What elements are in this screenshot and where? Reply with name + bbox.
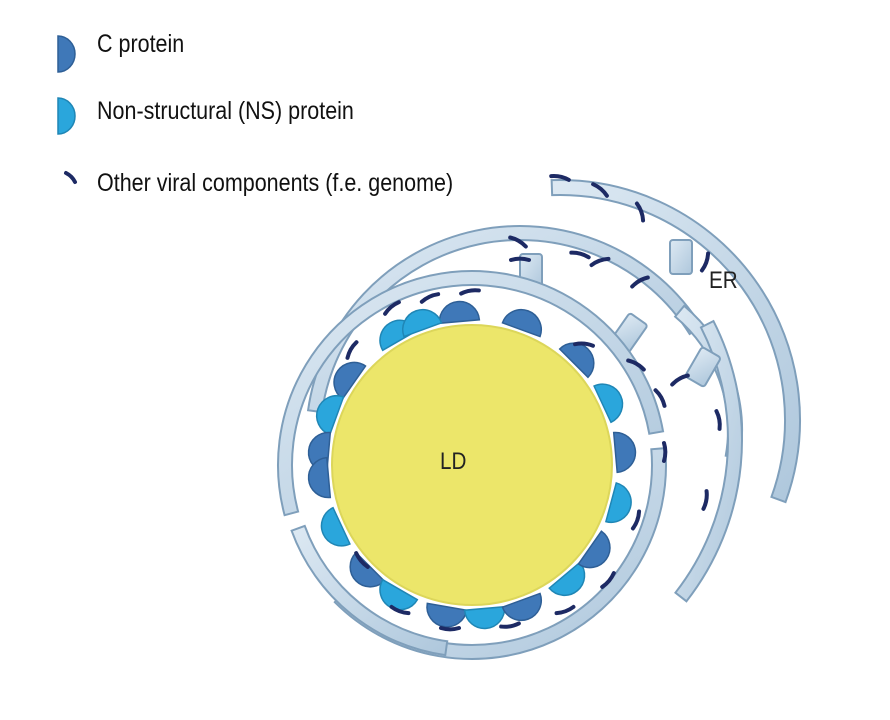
c-protein-shape	[426, 602, 468, 628]
viral-strand	[389, 604, 411, 616]
viral-strand	[670, 373, 690, 387]
legend-genome-strand-icon	[64, 171, 77, 184]
ns-protein-shape	[315, 395, 345, 436]
viral-strand	[634, 201, 646, 223]
c-protein	[577, 530, 611, 569]
viral-components	[345, 174, 722, 632]
ns-protein-shape	[402, 308, 443, 338]
c-protein	[501, 308, 542, 338]
ns-protein-shape	[548, 561, 586, 597]
legend-ns-protein-icon	[57, 97, 76, 135]
viral-strand	[662, 441, 668, 463]
viral-strand	[653, 388, 667, 408]
legend-c-protein-label: C protein	[97, 30, 185, 58]
viral-strand	[499, 621, 521, 629]
legend-ns-protein-label: Non-structural (NS) protein	[97, 97, 354, 125]
viral-strand	[345, 340, 359, 360]
viral-strand	[600, 571, 616, 589]
viral-strand	[554, 604, 576, 616]
c-protein-shape	[307, 456, 332, 499]
ns-protein	[402, 308, 443, 338]
viral-strand	[459, 288, 481, 296]
c-protein	[333, 361, 367, 400]
c-protein-shape	[558, 342, 595, 379]
viral-strand	[508, 235, 528, 249]
c-protein	[426, 602, 468, 628]
ns-protein	[320, 506, 351, 547]
ns-protein-shape	[320, 506, 351, 547]
viral-strand	[549, 174, 571, 182]
viral-strand	[589, 256, 611, 268]
viral-strand	[630, 275, 650, 289]
viral-strand	[573, 341, 595, 348]
viral-strand	[626, 358, 646, 372]
connector-right-top	[669, 239, 693, 275]
c-protein-shape	[501, 592, 542, 622]
legend-viral-components-label: Other viral components (f.e. genome)	[97, 169, 454, 197]
viral-strand	[509, 256, 531, 262]
c-protein-shape	[612, 431, 637, 474]
legend-c-protein-icon	[57, 35, 76, 73]
er-label: ER	[709, 267, 738, 294]
viral-strand	[569, 250, 591, 260]
ns-protein-shape	[593, 383, 624, 424]
lipid-droplet	[331, 324, 613, 606]
viral-strand	[701, 489, 709, 511]
viral-strand	[699, 251, 711, 273]
viral-strand	[591, 182, 609, 198]
c-protein	[558, 342, 595, 379]
c-protein-shape	[501, 308, 542, 338]
c-protein-shape	[577, 530, 611, 569]
c-protein	[501, 592, 542, 622]
ns-protein	[548, 561, 586, 597]
connector-right-low	[685, 346, 721, 388]
ld-label: LD	[440, 448, 467, 475]
c-protein	[438, 300, 481, 325]
er-ring-lower	[290, 524, 449, 657]
c-protein-shape	[438, 300, 481, 325]
ns-protein	[315, 395, 345, 436]
er-connectors	[519, 239, 721, 388]
er-sheet-right	[674, 319, 743, 603]
c-protein	[307, 456, 332, 499]
viral-strand	[419, 292, 441, 304]
viral-strand	[630, 509, 642, 531]
viral-strand	[714, 409, 722, 431]
c-protein	[612, 431, 637, 474]
viral-strand	[439, 626, 461, 632]
ns-protein-shape	[379, 578, 419, 611]
ns-protein	[604, 482, 632, 523]
ns-protein	[593, 383, 624, 424]
ns-protein	[379, 578, 419, 611]
viral-strand	[354, 551, 370, 569]
ns-protein-shape	[604, 482, 632, 523]
viral-strand	[383, 300, 401, 316]
ns-protein-shape	[463, 605, 506, 630]
er-ring-upper	[277, 270, 665, 517]
ns-protein	[463, 605, 506, 630]
er-sheet-outer	[550, 179, 801, 504]
c-protein-shape	[333, 361, 367, 400]
